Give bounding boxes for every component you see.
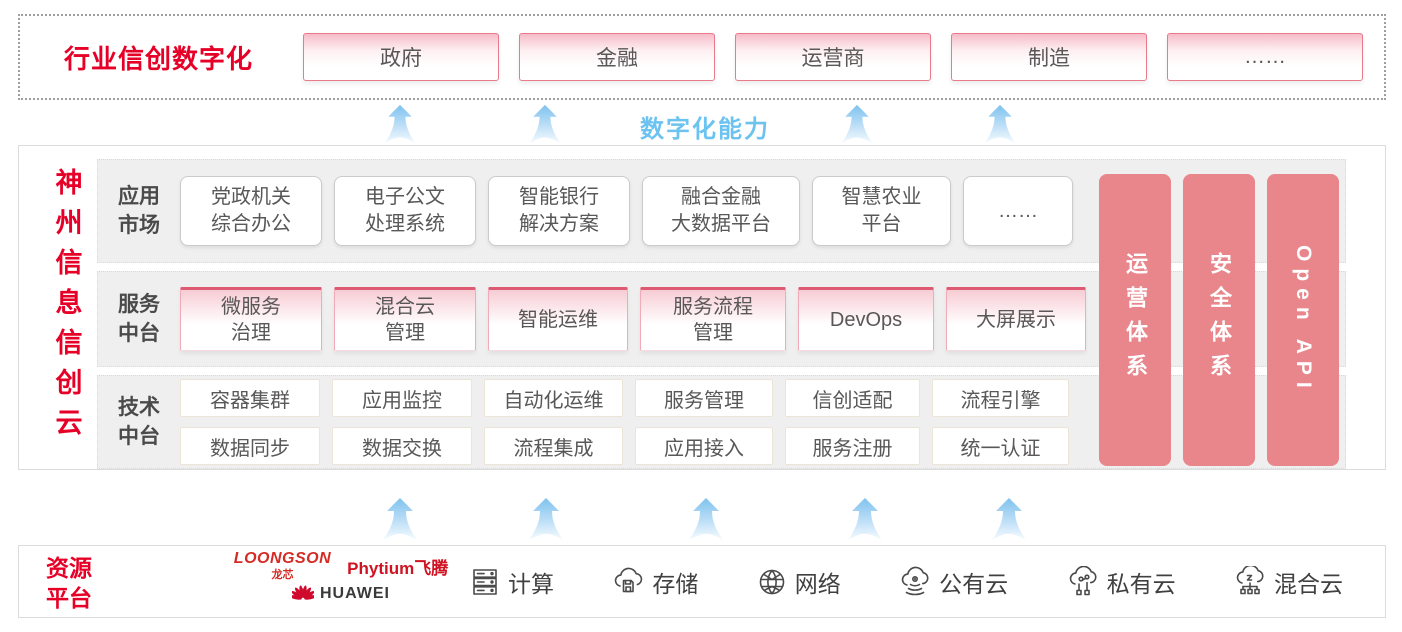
hybrid-cloud-icon <box>1236 565 1264 594</box>
up-arrow-icon <box>848 498 882 540</box>
cloud-platform-panel: 神州信息信创云 应用 市场 党政机关 综合办公 电子公文 处理系统 智能银行 解… <box>18 145 1386 470</box>
service-box: DevOps <box>798 287 934 351</box>
industry-band-title: 行业信创数字化 <box>64 43 254 74</box>
up-arrow-icon <box>841 104 873 144</box>
up-arrow-icon <box>984 104 1016 144</box>
industry-box-finance: 金融 <box>519 33 716 81</box>
app-market-label: 应用 市场 <box>118 185 160 237</box>
service-platform-label: 服务 中台 <box>118 293 160 345</box>
resource-item-private-cloud: 私有云 <box>1066 565 1176 599</box>
industry-box-telecom: 运营商 <box>735 33 932 81</box>
app-box: 融合金融 大数据平台 <box>642 176 800 246</box>
industry-box-government: 政府 <box>303 33 500 81</box>
up-arrow-icon <box>689 498 723 540</box>
tech-box: 数据交换 <box>332 427 472 465</box>
pillar-open-api: Open API <box>1267 174 1339 466</box>
industry-box-manufacturing: 制造 <box>951 33 1148 81</box>
resource-item-label: 计算 <box>508 570 554 597</box>
up-arrow-icon <box>992 498 1026 540</box>
public-cloud-icon <box>901 566 929 595</box>
capability-label: 数字化能力 <box>640 116 770 143</box>
tech-platform-label: 技术 中台 <box>118 396 160 448</box>
tech-box: 应用监控 <box>332 379 472 417</box>
resource-platform-panel: 资源 平台 LOONGSON 龙芯 Phytium飞腾 <box>18 545 1386 618</box>
resource-item-label: 公有云 <box>939 570 1009 597</box>
service-box: 服务流程 管理 <box>640 287 786 351</box>
tech-box: 应用接入 <box>635 427 773 465</box>
tech-box: 统一认证 <box>932 427 1069 465</box>
private-cloud-icon <box>1069 565 1097 595</box>
service-box: 智能运维 <box>488 287 628 351</box>
resource-item-label: 混合云 <box>1273 570 1343 597</box>
up-arrow-icon <box>529 104 561 144</box>
huawei-logo: HUAWEI <box>201 584 481 604</box>
up-arrow-icon <box>529 498 563 540</box>
tech-box: 自动化运维 <box>484 379 623 417</box>
platform-title: 神州信息信创云 <box>51 168 82 448</box>
storage-cloud-icon <box>615 567 643 592</box>
tech-box: 流程引擎 <box>932 379 1069 417</box>
tech-box: 信创适配 <box>785 379 920 417</box>
resource-item-storage: 存储 <box>611 565 698 599</box>
service-box: 微服务 治理 <box>180 287 322 351</box>
up-arrow-icon <box>383 498 417 540</box>
app-box: 智能银行 解决方案 <box>488 176 630 246</box>
app-box: 智慧农业 平台 <box>812 176 951 246</box>
huawei-logo-text: HUAWEI <box>320 585 390 602</box>
loongson-logo-cn: 龙芯 <box>271 569 294 581</box>
resource-item-hybrid-cloud: 混合云 <box>1233 565 1343 599</box>
tech-box: 服务管理 <box>635 379 773 417</box>
resource-item-compute: 计算 <box>469 565 554 599</box>
huawei-flower-icon <box>292 585 314 600</box>
up-arrow-icon <box>384 104 416 144</box>
app-box-more: …… <box>963 176 1073 246</box>
compute-server-icon <box>473 568 497 595</box>
resource-item-public-cloud: 公有云 <box>898 565 1008 599</box>
industry-band: 行业信创数字化 政府 金融 运营商 制造 …… <box>18 14 1386 100</box>
resource-item-label: 存储 <box>652 570 699 597</box>
phytium-logo: Phytium飞腾 <box>347 559 449 578</box>
tech-box: 容器集群 <box>180 379 320 417</box>
service-box: 大屏展示 <box>946 287 1086 351</box>
pillar-operations-system: 运营体系 <box>1099 174 1171 466</box>
resource-platform-label: 资源 平台 <box>46 555 92 611</box>
resource-item-network: 网络 <box>756 565 841 599</box>
loongson-logo-text: LOONGSON <box>233 550 332 567</box>
vendor-logos: LOONGSON 龙芯 Phytium飞腾 <box>201 550 481 604</box>
service-box: 混合云 管理 <box>334 287 476 351</box>
tech-box: 流程集成 <box>484 427 623 465</box>
tech-box: 数据同步 <box>180 427 320 465</box>
industry-boxes: 政府 金融 运营商 制造 …… <box>303 33 1364 81</box>
loongson-logo: LOONGSON 龙芯 <box>234 550 331 582</box>
network-globe-icon <box>759 569 785 594</box>
app-box: 电子公文 处理系统 <box>334 176 476 246</box>
resource-item-label: 网络 <box>794 570 841 597</box>
app-box: 党政机关 综合办公 <box>180 176 322 246</box>
pillar-security-system: 安全体系 <box>1183 174 1255 466</box>
resource-item-label: 私有云 <box>1106 570 1176 597</box>
resource-items: 计算 存储 网络 <box>469 546 1343 617</box>
tech-box: 服务注册 <box>785 427 920 465</box>
industry-box-more: …… <box>1167 33 1364 81</box>
